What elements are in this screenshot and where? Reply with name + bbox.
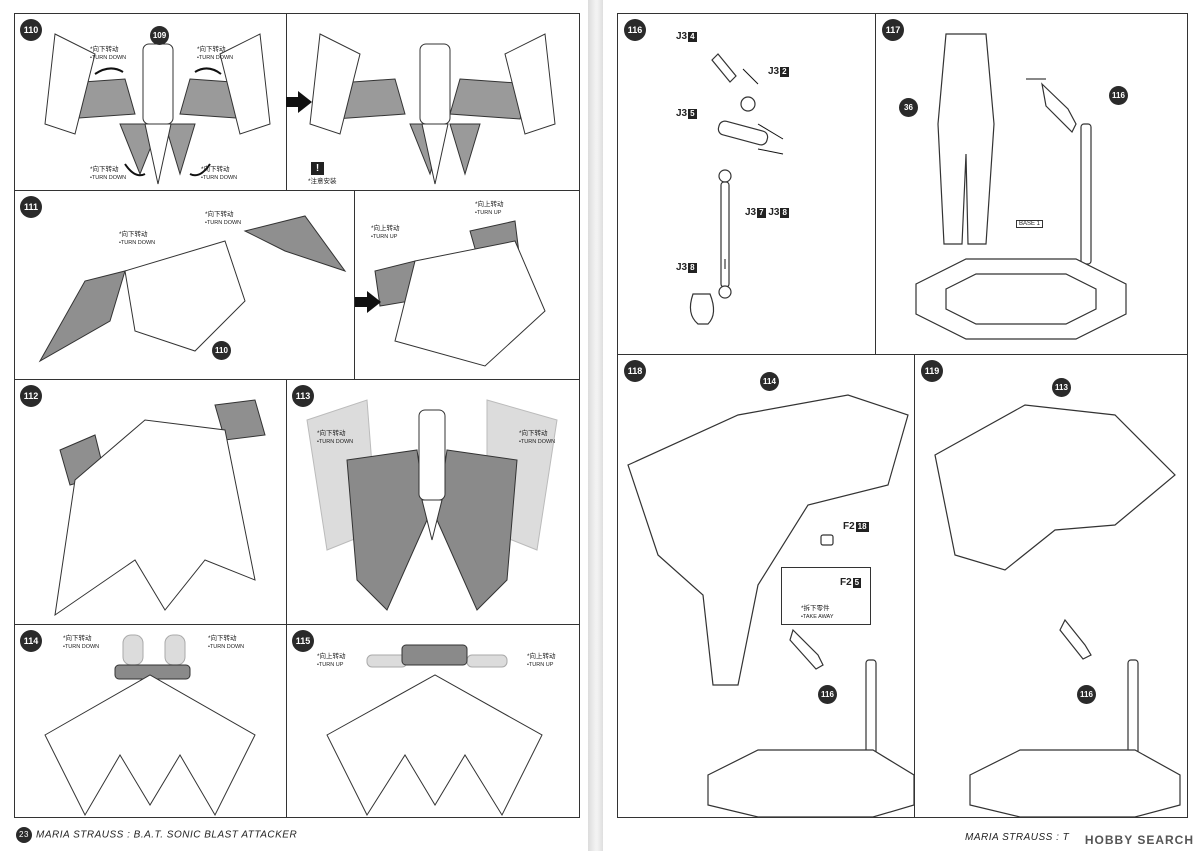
- step-119-panel: 119 113 116: [915, 355, 1187, 817]
- step-112-panel: 112: [15, 380, 286, 624]
- turn-down-note: *向下转动•TURN DOWN: [205, 211, 242, 226]
- step-111-panel: 111 *向下转动•TURN DOWN *向下转动•TURN DOWN *向上转…: [15, 191, 579, 379]
- turn-down-note: *向下转动•TURN DOWN: [201, 166, 238, 181]
- turn-down-note: *向下转动•TURN DOWN: [197, 46, 234, 61]
- part-ref: 113: [1052, 378, 1071, 397]
- flight-form-illustration: [44, 634, 256, 817]
- step-number: 115: [292, 630, 314, 652]
- wing-assembly-illustration: [44, 33, 556, 185]
- wing-pose-illustration: [54, 399, 266, 617]
- turn-down-note: *向下转动•TURN DOWN: [90, 46, 127, 61]
- take-away-callout: [781, 567, 871, 625]
- step-number: 119: [921, 360, 943, 382]
- step-110-panel: 110 109 *向下转动•TURN DOWN *向下转动•TURN DOWN …: [15, 14, 579, 190]
- step-number: 116: [624, 19, 646, 41]
- right-footer: MARIA STRAUSS : T: [965, 832, 1069, 843]
- wing-fold-illustration: [306, 399, 558, 611]
- footer-title: MARIA STRAUSS : B.A.T. SONIC BLAST ATTAC…: [36, 829, 298, 841]
- flight-form-on-stand-illustration: [934, 404, 1181, 817]
- turn-down-note: *向下转动•TURN DOWN: [63, 635, 100, 650]
- turn-up-note: *向上转动•TURN UP: [371, 225, 400, 240]
- turn-down-note: *向下转动•TURN DOWN: [519, 430, 556, 445]
- turn-up-note: *向上转动•TURN UP: [317, 653, 346, 668]
- turn-down-note: *向下转动•TURN DOWN: [90, 166, 127, 181]
- turn-up-note: *向上转动•TURN UP: [527, 653, 556, 668]
- turn-down-note: *向下转动•TURN DOWN: [119, 231, 156, 246]
- watermark: HOBBY SEARCH: [1084, 833, 1194, 847]
- part-ref: 116: [818, 685, 837, 704]
- part-ref: 114: [760, 372, 779, 391]
- caution-note: *注意安装: [308, 178, 337, 185]
- left-footer: 23 MARIA STRAUSS : B.A.T. SONIC BLAST ATT…: [16, 827, 297, 843]
- step-number: 111: [20, 196, 42, 218]
- turn-up-note: *向上转动•TURN UP: [475, 201, 504, 216]
- mounted-figure-illustration: [627, 394, 914, 817]
- part-ref: 116: [1109, 86, 1128, 105]
- step-number: 110: [20, 19, 42, 41]
- flight-form-illustration: [326, 644, 543, 817]
- part-ref: 116: [1077, 685, 1096, 704]
- book-gutter: [588, 0, 605, 851]
- wing-rotation-illustration: [38, 215, 546, 367]
- step-113-panel: 113 *向下转动•TURN DOWN *向下转动•TURN DOWN: [287, 380, 579, 624]
- figure-and-stand-illustration: [915, 33, 1127, 340]
- left-page: 110 109 *向下转动•TURN DOWN *向下转动•TURN DOWN …: [0, 0, 590, 851]
- step-number: 114: [20, 630, 42, 652]
- footer-title: MARIA STRAUSS : T: [965, 832, 1070, 843]
- step-number: 113: [292, 385, 314, 407]
- take-away-note: *拆下零件•TAKE AWAY: [801, 605, 834, 620]
- page-number: 23: [16, 827, 32, 843]
- part-ref: 36: [899, 98, 918, 117]
- step-114-panel: 114 *向下转动•TURN DOWN *向下转动•TURN DOWN: [15, 625, 286, 817]
- part-ref: 110: [212, 341, 231, 360]
- step-115-panel: 115 *向上转动•TURN UP *向上转动•TURN UP: [287, 625, 579, 817]
- left-page-frame: 110 109 *向下转动•TURN DOWN *向下转动•TURN DOWN …: [14, 13, 580, 818]
- step-number: 118: [624, 360, 646, 382]
- turn-down-note: *向下转动•TURN DOWN: [208, 635, 245, 650]
- base-label: BASE 1: [1016, 220, 1044, 228]
- part-ref: 109: [150, 26, 169, 45]
- step-117-panel: 117 36 116 BASE 1: [876, 14, 1187, 354]
- step-number: 112: [20, 385, 42, 407]
- turn-down-note: *向下转动•TURN DOWN: [317, 430, 354, 445]
- stand-parts-illustration: [689, 53, 784, 325]
- caution-icon: !: [311, 162, 324, 175]
- step-number: 117: [882, 19, 904, 41]
